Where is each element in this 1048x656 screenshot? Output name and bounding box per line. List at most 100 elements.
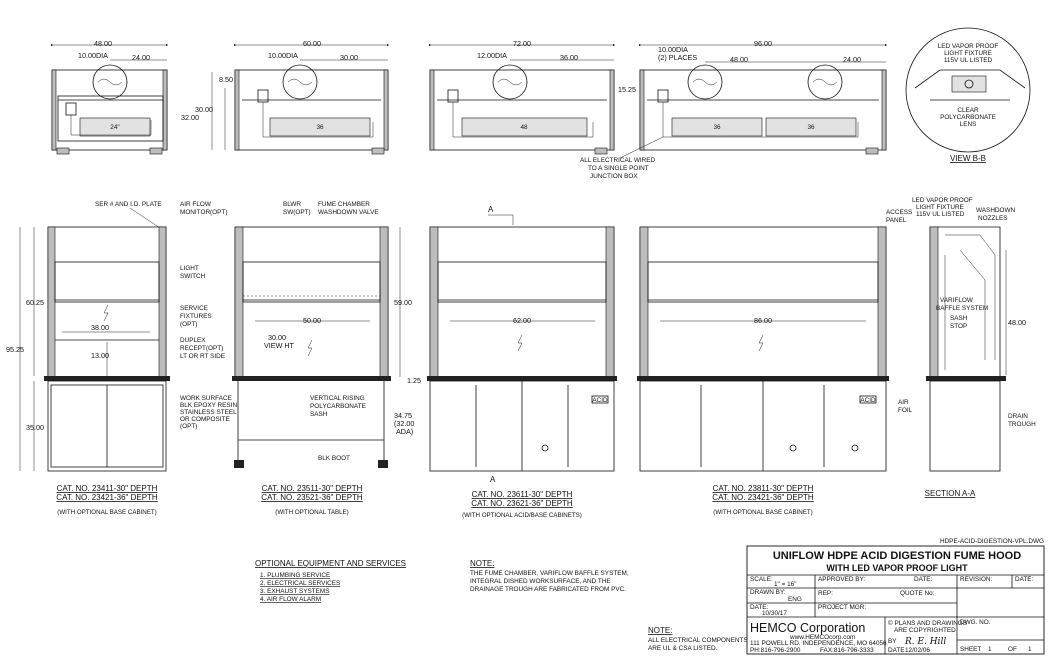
company-web: www.HEMCOcorp.com	[789, 634, 855, 641]
drawing-subtitle: WITH LED VAPOR PROOF LIGHT	[826, 563, 968, 573]
dim-3475-2: (32.00	[394, 419, 414, 428]
label-washdown-1: WASHDOWN	[976, 207, 1016, 214]
top-view-72: 72.00 12.00DIA 36.00 15.25 48	[428, 39, 636, 155]
quote-label: QUOTE No:	[900, 590, 935, 597]
dim-width: 50.00	[303, 316, 321, 325]
view-bb: LED VAPOR PROOF LIGHT FIXTURE 115V UL LI…	[905, 27, 1031, 163]
label-blwr-1: BLWR	[283, 201, 301, 208]
company-phone: PH:816-796-2900	[750, 647, 801, 654]
dim-left: 48.00	[730, 55, 748, 64]
label-airfoil-2: FOIL	[898, 407, 913, 414]
label-sash-1: VERTICAL RISING	[310, 395, 365, 402]
by-label: BY	[888, 638, 897, 645]
note-pvc: NOTE: THE FUME CHAMBER, VARIFLOW BAFFLE …	[470, 559, 629, 593]
dwg-label: DWG. NO.	[960, 619, 991, 626]
label-sash-3: SASH	[310, 411, 328, 418]
company-fax: FAX:816-796-3333	[820, 647, 874, 654]
dim-3475-3: ADA)	[396, 427, 413, 436]
view-bb-lens-1: CLEAR	[957, 107, 979, 114]
sig-date: 12/02/06	[905, 647, 930, 654]
dim-dia: 10.00DIA	[268, 51, 298, 60]
scale-label: SCALE:	[750, 576, 773, 583]
dim-viewht-2: VIEW HT	[264, 341, 295, 350]
title-block: HDPE-ACID-DIGESTION-VPL.DWG UNIFLOW HDPE…	[746, 538, 1045, 655]
front-view-2: AIR FLOW MONITOR(OPT) BLWR SW(OPT) FUME …	[180, 201, 421, 516]
front-view-4: 86.00 ACID CAT. NO. 23811-30" DEPTH CAT.…	[637, 226, 889, 516]
optional-item: 2. ELECTRICAL SERVICES	[260, 580, 340, 587]
sig-date-label: DATE	[888, 647, 905, 654]
label-blwr-2: SW(OPT)	[283, 209, 311, 216]
dim-right: 30.00	[340, 53, 358, 62]
dim-width: 60.00	[303, 39, 321, 48]
note-wired-line-1: ALL ELECTRICAL WIRED	[580, 157, 656, 164]
dim-h1: 15.25	[618, 85, 636, 94]
cat-line-2: CAT. NO. 23421-36" DEPTH	[712, 493, 814, 502]
label-led-1: LED VAPOR PROOF	[912, 197, 973, 204]
drawn-date: 10/30/17	[762, 610, 787, 617]
label-light-1: LIGHT	[180, 265, 199, 272]
dim-right: 24.00	[132, 53, 150, 62]
cat-line-2: CAT. NO. 23421-36" DEPTH	[56, 493, 158, 502]
light-size-1: 36	[713, 124, 721, 131]
drawing-title: UNIFLOW HDPE ACID DIGESTION FUME HOOD	[773, 550, 1021, 562]
optional-item: 4. AIR FLOW ALARM	[260, 596, 321, 603]
label-variflow-1: VARIFLOW	[940, 297, 974, 304]
dim-width: 38.00	[91, 323, 109, 332]
label-sashstop-2: STOP	[950, 323, 967, 330]
label-access-2: PANEL	[886, 217, 907, 224]
section-marker-top: A	[488, 205, 494, 214]
top-view-60: 60.00 10.00DIA 30.00 8.50 30.00 32.00 36	[181, 39, 390, 155]
section-aa: ACCESS PANEL LED VAPOR PROOF LIGHT FIXTU…	[886, 197, 1036, 498]
note-wired-line-2: TO A SINGLE POINT	[588, 165, 649, 172]
light-fixture-1	[671, 117, 763, 137]
light-size: 24"	[110, 124, 119, 131]
light-size: 36	[316, 124, 324, 131]
label-washdown-2: NOZZLES	[978, 215, 1007, 222]
label-drain-2: TROUGH	[1008, 421, 1036, 428]
dim-h3: 32.00	[181, 113, 199, 122]
label-washdown-1: FUME CHAMBER	[318, 201, 370, 208]
cat-line-1: CAT. NO. 23811-30" DEPTH	[713, 484, 814, 493]
sheet-label: SHEET	[960, 646, 981, 653]
sheet-total: 1	[1028, 646, 1032, 653]
label-work-2: BLK EPOXY RESIN,	[180, 402, 239, 409]
label-work-5: (OPT)	[180, 423, 197, 430]
sheet-number: 1	[988, 646, 992, 653]
label-airflow-1: AIR FLOW	[180, 201, 212, 208]
drawn-label: DRAWN BY:	[750, 589, 786, 596]
cat-line-1: CAT. NO. 23411-30" DEPTH	[57, 484, 158, 493]
section-title: SECTION A-A	[925, 489, 976, 498]
company-name: HEMCO Corporation	[750, 621, 865, 635]
label-washdown-2: WASHDOWN VALVE	[318, 209, 379, 216]
cat-sub: (WITH OPTIONAL ACID/BASE CABINETS)	[462, 512, 582, 519]
dim-width: 48.00	[94, 39, 112, 48]
label-access-1: ACCESS	[886, 209, 912, 216]
label-duplex-1: DUPLEX	[180, 337, 206, 344]
cat-sub: (WITH OPTIONAL BASE CABINET)	[57, 509, 156, 516]
label-duplex-2: RECEPT(OPT)	[180, 345, 223, 352]
dim-dia-places: (2) PLACES	[658, 53, 697, 62]
drawn-value: ENG	[788, 596, 802, 603]
dim-upper: 60.25	[26, 298, 44, 307]
note-line: ARE UL & CSA LISTED.	[648, 645, 718, 652]
section-marker-bottom: A	[490, 475, 496, 484]
label-airfoil-1: AIR	[898, 399, 909, 406]
dim-width: 86.00	[754, 316, 772, 325]
pm-label: PROJECT MGR:	[818, 604, 866, 611]
label-light-2: SWITCH	[180, 273, 206, 280]
acid-badge: ACID	[592, 397, 608, 404]
label-drain-1: DRAIN	[1008, 413, 1028, 420]
label-airflow-2: MONITOR(OPT)	[180, 209, 227, 216]
revision-label: REVISION:	[960, 576, 993, 583]
cat-sub: (WITH OPTIONAL TABLE)	[275, 509, 348, 516]
label-service-1: SERVICE	[180, 305, 208, 312]
dim-dia: 10.00DIA	[658, 45, 688, 54]
dim-right: 36.00	[560, 53, 578, 62]
note-wired-line-3: JUNCTION BOX	[590, 173, 638, 180]
note-title: NOTE:	[648, 626, 672, 635]
view-bb-label-3: 115V UL LISTED	[944, 57, 993, 64]
view-bb-lens-2: POLYCARBONATE	[940, 114, 996, 121]
front-view-3: A 62.00 ACID A CAT. NO. 23611-30" DEPTH …	[427, 205, 617, 519]
dim-width: 62.00	[513, 316, 531, 325]
note-line: INTEGRAL DISHED WORKSURFACE, AND THE	[470, 578, 611, 585]
